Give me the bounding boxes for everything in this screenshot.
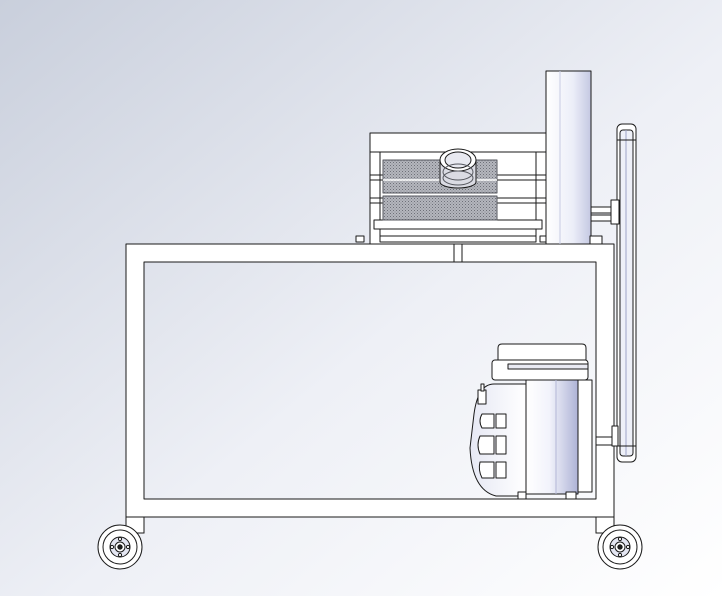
motor-foot xyxy=(517,491,527,500)
motor-foot xyxy=(565,491,577,500)
caster-wheel-left xyxy=(97,524,143,570)
drive-column xyxy=(545,70,619,446)
caster-wheel-right xyxy=(597,524,643,570)
top-rail-fitting xyxy=(453,243,463,263)
pulley-wheel xyxy=(610,123,637,463)
motor-terminal-box xyxy=(497,343,587,361)
motor xyxy=(469,343,593,500)
bolt xyxy=(355,235,365,243)
feed-tube xyxy=(439,148,477,189)
